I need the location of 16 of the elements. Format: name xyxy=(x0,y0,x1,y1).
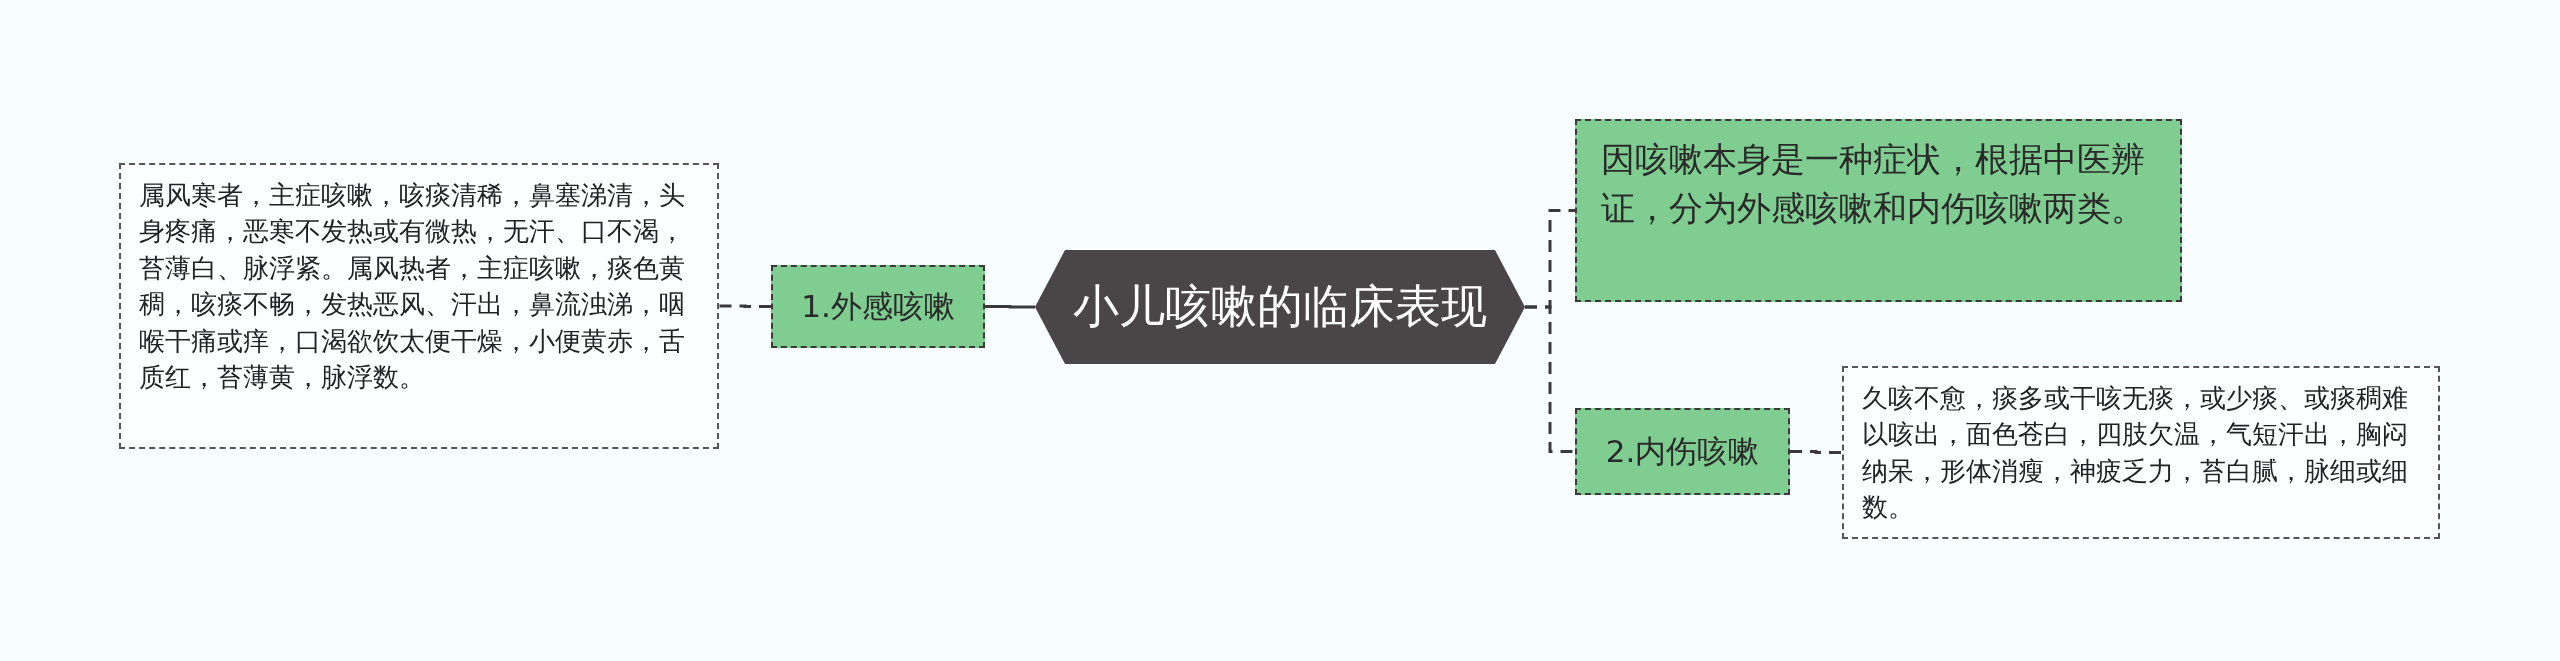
connector-line xyxy=(985,305,1035,309)
branch-box xyxy=(771,265,985,348)
connector-line xyxy=(1790,450,1842,454)
note-box xyxy=(1575,119,2182,302)
branch-box xyxy=(1575,408,1790,495)
detail-box xyxy=(119,163,719,449)
connector-line xyxy=(1525,305,1575,453)
branch-label: 2.内伤咳嗽 xyxy=(1605,431,1760,471)
detail-box xyxy=(1842,366,2440,539)
note-text: 因咳嗽本身是一种症状，根据中医辨证，分为外感咳嗽和内伤咳嗽两类。 xyxy=(1601,138,2146,231)
topic-hexagon xyxy=(1035,250,1525,364)
connector-line xyxy=(719,304,771,308)
detail-text: 属风寒者，主症咳嗽，咳痰清稀，鼻塞涕清，头身疼痛，恶寒不发热或有微热，无汗、口不渴，苔薄白、脉浮紧。属风热者，主症咳嗽，痰色黄稠，咳痰不畅，发热恶风、汗出，鼻流浊涕，咽喉干痛或痒，口渴欲饮太便干燥，小便黄赤，舌质红，苔薄黄，脉浮数。 xyxy=(139,179,686,394)
topic-title: 小儿咳嗽的临床表现 xyxy=(1072,278,1488,335)
detail-text: 久咳不愈，痰多或干咳无痰，或少痰、或痰稠难以咳出，面色苍白，四肢欠温，气短汗出，胸闷纳呆，形体消瘦，神疲乏力，苔白腻，脉细或细数。 xyxy=(1862,382,2409,525)
branch-label: 1.外感咳嗽 xyxy=(801,286,955,326)
